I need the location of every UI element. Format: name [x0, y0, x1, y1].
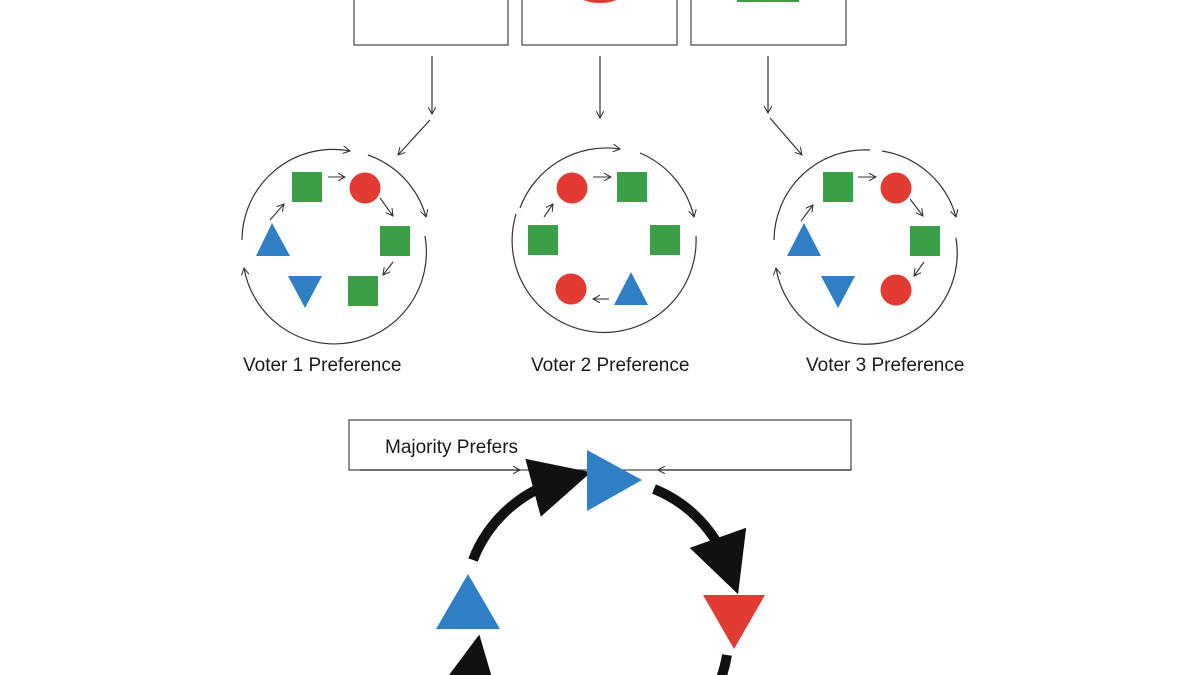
- connector-arrow: [769, 117, 802, 155]
- red-triangle-down-icon: [703, 595, 765, 649]
- majority-arrow: [652, 484, 747, 595]
- option-box-1: [353, 0, 509, 46]
- blue-triangle-up-icon: [436, 574, 500, 629]
- red-circle-icon: [555, 273, 587, 305]
- majority-cycle: [436, 450, 765, 675]
- green-square-icon: [528, 225, 558, 255]
- majority-arrow: [468, 458, 591, 562]
- green-square-icon: [617, 172, 647, 202]
- green-square-icon: [823, 172, 853, 202]
- majority-label: Majority Prefers: [385, 437, 519, 458]
- green-square-icon: [910, 226, 940, 256]
- red-circle-icon: [583, 0, 617, 3]
- majority-arrow: [439, 634, 499, 675]
- voter-3-cycle: [774, 149, 957, 345]
- blue-triangle-up-icon: [614, 272, 648, 305]
- green-square-icon: [380, 226, 410, 256]
- green-square-icon: [650, 225, 680, 255]
- option-box-3: [690, 0, 847, 46]
- majority-arrow: [716, 654, 732, 675]
- blue-triangle-up-icon: [787, 223, 821, 256]
- blue-triangle-up-icon: [256, 223, 290, 256]
- red-circle-icon: [556, 172, 588, 204]
- green-square-icon: [348, 276, 378, 306]
- option-box-2: [521, 0, 678, 46]
- red-circle-icon: [880, 172, 912, 204]
- voter-3-label: Voter 3 Preference: [806, 355, 965, 376]
- red-circle-icon: [880, 274, 912, 306]
- blue-triangle-down-icon: [821, 276, 855, 308]
- connector-arrows: [398, 56, 802, 155]
- blue-triangle-right-icon: [587, 450, 642, 511]
- voter-1-label: Voter 1 Preference: [243, 355, 402, 376]
- red-circle-icon: [349, 172, 381, 204]
- blue-triangle-down-icon: [288, 276, 322, 308]
- voter-2-cycle: [511, 148, 696, 334]
- green-square-icon: [292, 172, 322, 202]
- connector-arrow: [398, 119, 431, 155]
- voter-1-cycle: [242, 149, 426, 345]
- green-square-icon: [737, 0, 799, 2]
- voter-2-label: Voter 2 Preference: [531, 355, 690, 376]
